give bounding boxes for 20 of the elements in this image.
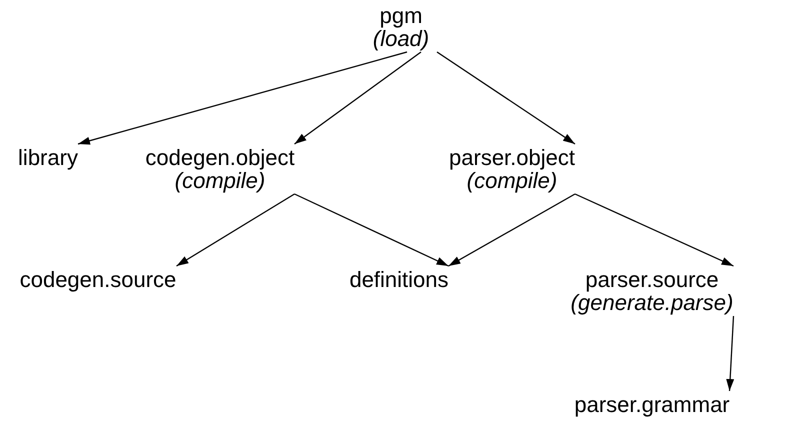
- arrow: [294, 193, 449, 267]
- action-label: (compile): [466, 169, 558, 192]
- node-label: parser.source: [585, 268, 719, 291]
- arrow: [726, 316, 734, 392]
- node-label: parser.object: [449, 146, 575, 169]
- node-label: codegen.source: [20, 268, 176, 291]
- action-label: (compile): [174, 169, 266, 192]
- action-label: (load): [372, 27, 430, 50]
- arrow: [176, 193, 295, 267]
- arrow: [574, 193, 734, 267]
- arrow: [78, 51, 408, 145]
- node-label: pgm: [380, 4, 422, 27]
- node-label: library: [18, 146, 78, 169]
- node-label: definitions: [349, 268, 449, 291]
- node-label: codegen.object: [145, 146, 295, 169]
- arrow: [448, 193, 576, 267]
- node-label: parser.grammar: [574, 393, 730, 416]
- action-label: (generate.parse): [570, 291, 734, 314]
- arrow: [294, 52, 422, 144]
- arrow: [436, 52, 576, 144]
